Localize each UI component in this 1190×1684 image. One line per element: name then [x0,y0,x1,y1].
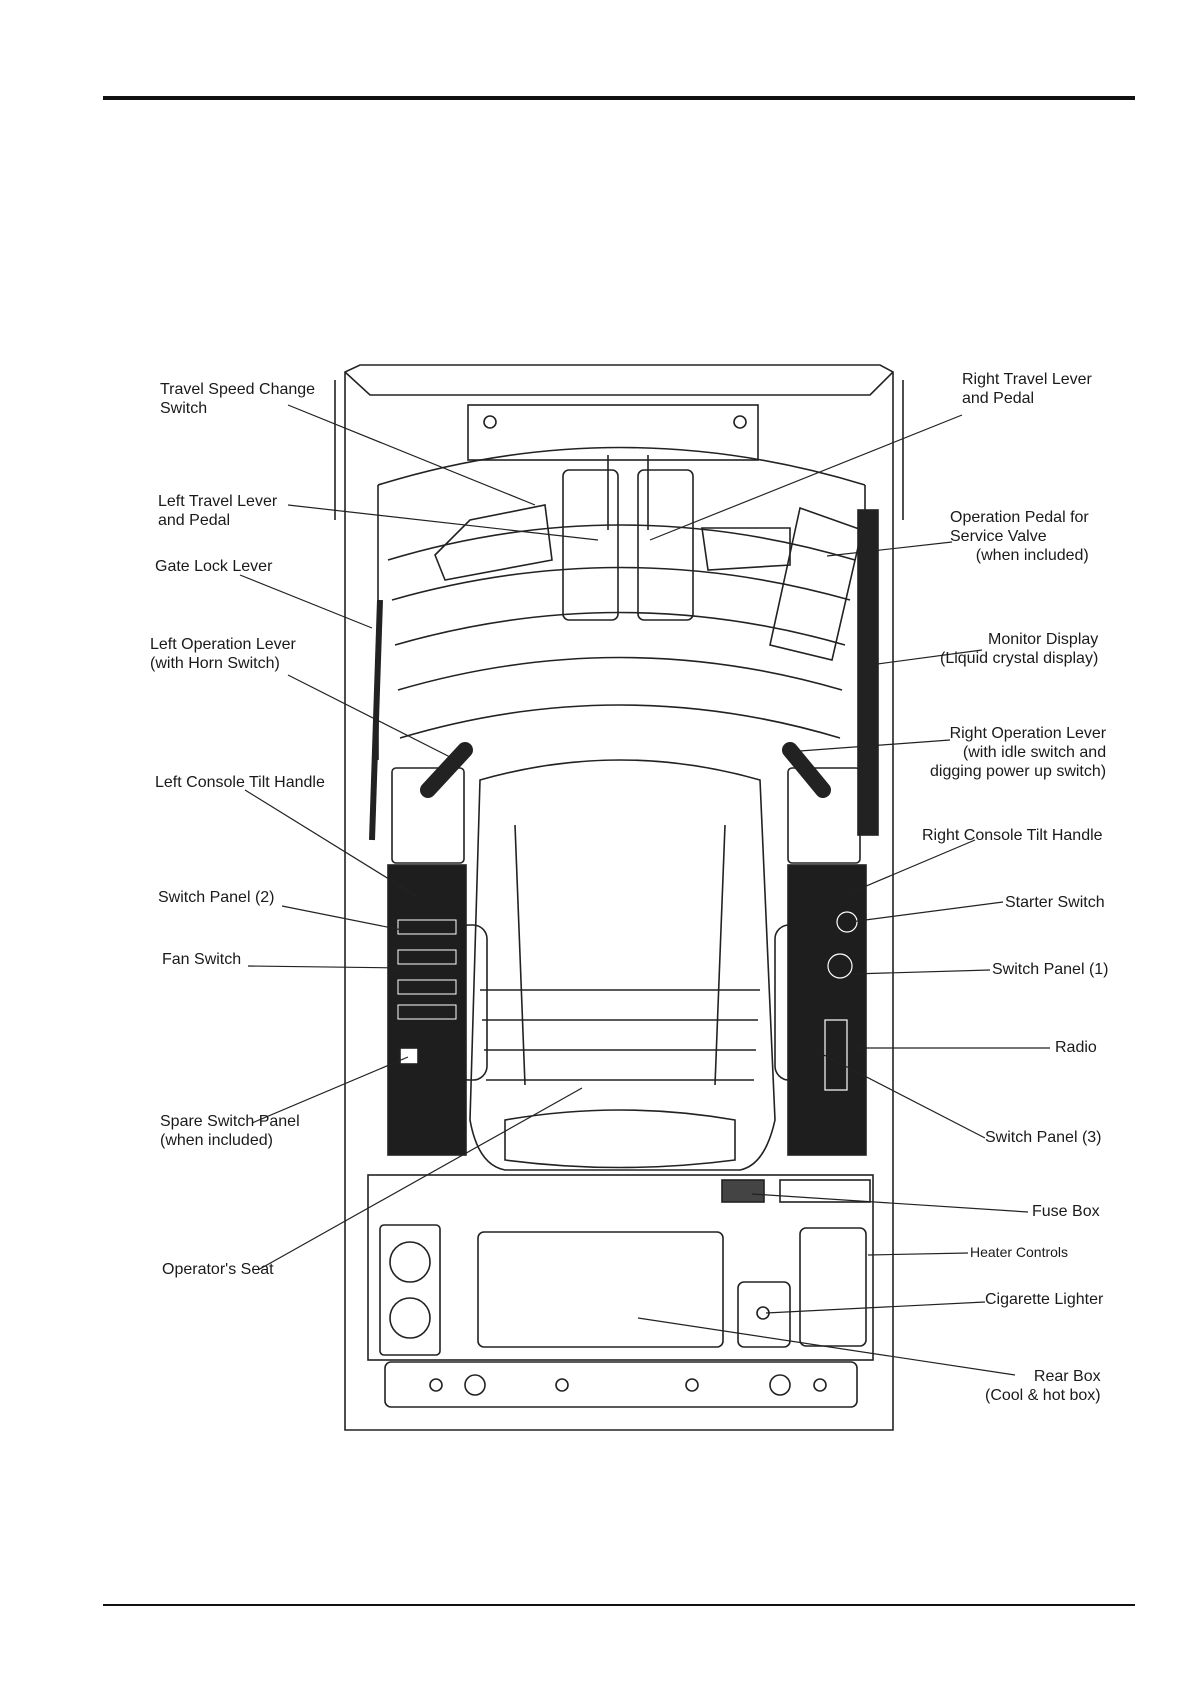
leader-starter [849,901,1004,923]
front-plate [467,404,759,461]
fuse-box [721,1179,765,1203]
leader-fan-switch [247,965,406,969]
rear-box [477,1231,724,1348]
left-travel-pedal [562,469,619,621]
leader-travel-speed [287,404,536,506]
monitor-display-strip [857,509,879,836]
cigarette-lighter-housing [737,1281,791,1348]
spare-switch-panel [399,1047,419,1065]
leader-operators-seat [257,1087,583,1271]
label-gate-lock-lever: Gate Lock Lever [155,558,273,575]
label-radio: Radio [1055,1039,1097,1056]
right-console [787,864,867,1156]
left-console [387,864,467,1156]
leader-right-op-lever [785,739,951,753]
leader-gate-lock [239,574,373,629]
label-monitor-display: Monitor Display(Liquid crystal display) [940,631,1099,667]
label-left-console-tilt-handle: Left Console Tilt Handle [155,774,325,791]
label-fan-switch: Fan Switch [162,951,242,968]
right-travel-pedal [637,469,694,621]
leader-left-travel [287,504,599,541]
leader-switch-panel-2 [281,905,403,931]
leader-heater [867,1252,969,1256]
leader-monitor [869,649,983,666]
label-operation-pedal-service-valve: Operation Pedal for Service Valve (when … [950,509,1089,564]
label-fuse-box: Fuse Box [1032,1203,1100,1220]
label-starter-switch: Starter Switch [1005,894,1105,911]
label-heater-controls: Heater Controls [970,1244,1069,1260]
header-rule [103,96,1135,100]
label-switch-panel-3: Switch Panel (3) [985,1129,1102,1146]
leader-right-travel [649,414,963,541]
label-left-operation-lever: Left Operation Lever(with Horn Switch) [150,636,296,672]
leader-cigarette [765,1301,986,1314]
label-spare-switch-panel: Spare Switch Panel(when included) [160,1113,300,1149]
operators-seat [469,759,776,1171]
leader-switch-panel-1 [851,969,991,975]
leader-spare-switch [251,1056,409,1124]
label-operators-seat: Operator's Seat [162,1261,274,1278]
leader-left-op-lever [287,674,453,759]
footer-rule [103,1604,1135,1606]
label-rear-box: Rear Box(Cool & hot box) [985,1368,1101,1404]
leader-switch-panel-3 [817,1051,986,1139]
leader-fuse-box [751,1193,1029,1213]
leader-rear-box [637,1317,1016,1376]
service-valve-pedal [769,506,863,661]
label-switch-panel-2: Switch Panel (2) [158,889,275,906]
heater-controls-panel [799,1227,867,1347]
left-foot-pedal [434,504,553,581]
leader-left-console-tilt [244,789,419,898]
leader-service-pedal [826,541,953,557]
label-switch-panel-1: Switch Panel (1) [992,961,1109,978]
label-right-operation-lever: Right Operation Lever (with idle switch … [930,725,1107,780]
label-right-console-tilt-handle: Right Console Tilt Handle [922,827,1103,844]
leader-right-console-tilt [851,839,976,893]
label-cigarette-lighter: Cigarette Lighter [985,1291,1104,1308]
speaker-box [379,1224,441,1356]
